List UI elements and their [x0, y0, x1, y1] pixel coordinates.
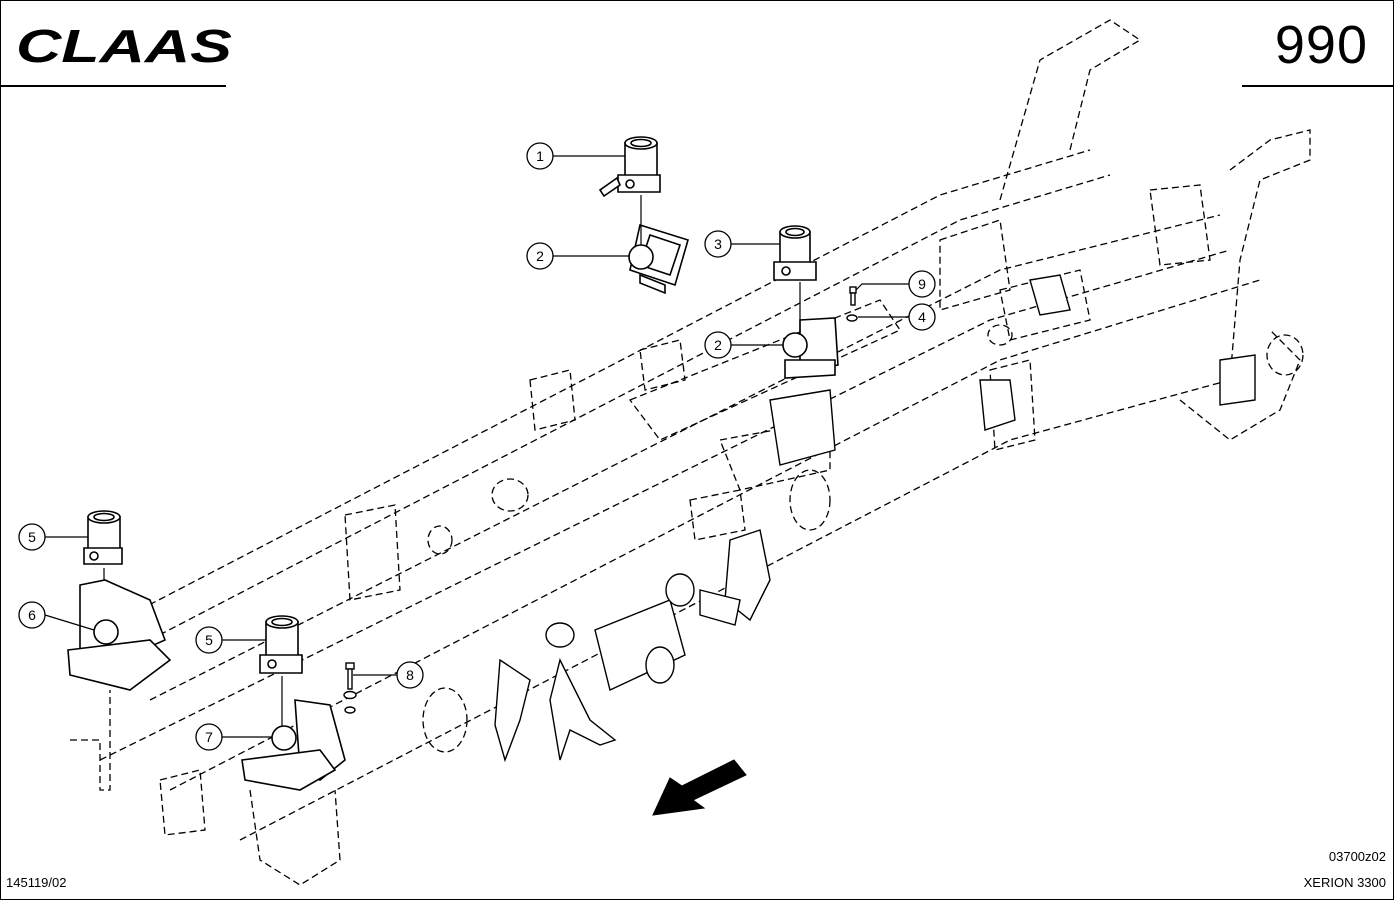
callout-2-lower-label: 2 — [714, 337, 722, 353]
callout-4: 4 — [908, 303, 936, 331]
part-9-bolt — [849, 286, 857, 306]
callout-8-label: 8 — [406, 667, 414, 683]
brand-wordmark: CLAAS — [16, 20, 232, 70]
part-5-bearing-shell-left — [83, 510, 123, 565]
linkage-parts — [494, 274, 1256, 763]
model-name: XERION 3300 — [1303, 875, 1386, 890]
callout-2-upper-label: 2 — [536, 248, 544, 264]
callout-7: 7 — [195, 723, 223, 751]
part-5-bearing-shell-center — [259, 615, 303, 674]
callout-3: 3 — [704, 230, 732, 258]
callout-4-label: 4 — [918, 309, 926, 325]
callout-5-center: 5 — [195, 626, 223, 654]
callout-1-label: 1 — [536, 148, 544, 164]
part-1-bearing-shell — [598, 136, 661, 198]
callout-3-label: 3 — [714, 236, 722, 252]
callout-6-label: 6 — [28, 607, 36, 623]
part-3-bearing-shell — [773, 225, 817, 281]
callout-leaders — [44, 155, 909, 738]
callout-2-upper: 2 — [526, 242, 554, 270]
callout-7-label: 7 — [205, 729, 213, 745]
callout-5-center-label: 5 — [205, 632, 213, 648]
callout-1: 1 — [526, 142, 554, 170]
callout-9-label: 9 — [918, 276, 926, 292]
document-number: 145119/02 — [6, 875, 67, 890]
part-7-ball-housing — [241, 699, 346, 791]
callout-5-left: 5 — [18, 523, 46, 551]
image-code: 03700z02 — [1328, 849, 1386, 864]
callout-bubbles: 1 2 3 9 4 2 5 6 — [18, 142, 936, 751]
callout-8: 8 — [396, 661, 424, 689]
direction-arrow-icon — [652, 759, 747, 816]
callout-5-left-label: 5 — [28, 529, 36, 545]
claas-logo: CLAAS — [16, 20, 232, 70]
part-6-ball-housing — [67, 579, 172, 691]
part-8-bolt — [343, 662, 357, 714]
callout-9: 9 — [908, 270, 936, 298]
part-2-ball-mount-lower — [782, 317, 839, 379]
part-2-ball-mount-upper — [628, 223, 689, 295]
callout-6: 6 — [18, 601, 46, 629]
callout-2-lower: 2 — [704, 331, 732, 359]
part-4-washer — [846, 314, 858, 322]
chassis-frame-outline — [70, 19, 1311, 886]
page-number: 990 — [1274, 15, 1368, 75]
